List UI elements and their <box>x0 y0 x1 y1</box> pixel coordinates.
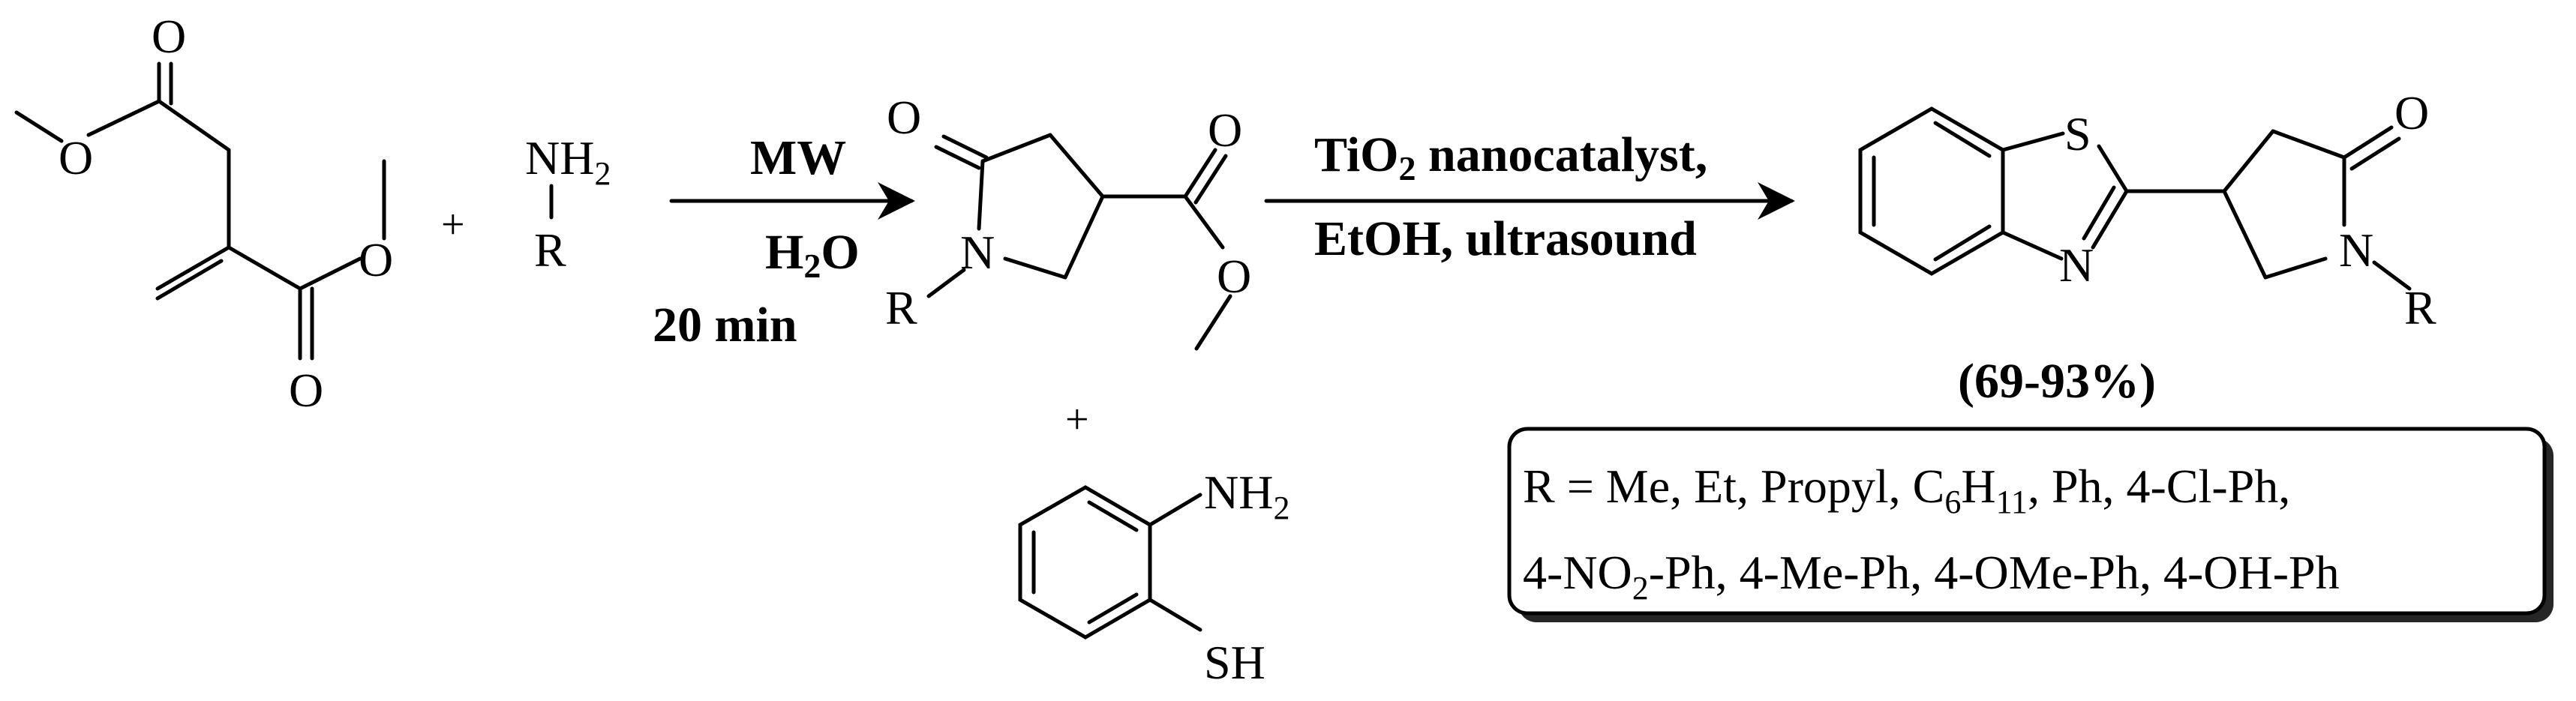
reaction-arrow-2: TiO2 nanocatalyst, EtOH, ultrasound <box>1264 127 1795 266</box>
benzothiazolyl-pyrrolidinone-structure: S N O N R <box>1858 86 2436 334</box>
product-r-group: R <box>2404 281 2436 334</box>
substituent-list-line-1: R = Me, Et, Propyl, C6H11, Ph, 4-Cl-Ph, <box>1523 460 2290 520</box>
arrow-1-condition-mw: MW <box>750 130 846 185</box>
2-aminothiophenol-structure: NH2 SH <box>1018 466 1290 689</box>
reactant1-o-ester2: O <box>359 233 393 286</box>
reactant1-o-bottom: O <box>289 364 323 417</box>
substituent-list-line-2: 4-NO2-Ph, 4-Me-Ph, 4-OMe-Ph, 4-OH-Ph <box>1523 546 2340 607</box>
product-n-thiazole: N <box>2059 238 2094 292</box>
intermediate-o-ester-double: O <box>1208 103 1242 157</box>
product-n-lactam: N <box>2339 223 2373 277</box>
intermediate-o-ketone: O <box>887 91 921 144</box>
product-bonds <box>1858 106 2412 291</box>
product-s-atom: S <box>2064 107 2091 160</box>
intermediate-bonds <box>926 133 1232 351</box>
aminothiophenol-sh-label: SH <box>1204 636 1265 689</box>
reactant1-o-ester1: O <box>59 131 93 184</box>
plus-sign-2: + <box>1065 397 1089 443</box>
pyrrolidinone-ester-structure: O N R O O <box>885 91 1251 351</box>
dimethyl-itaconate-structure: O O O O <box>14 10 393 417</box>
product-o-atom: O <box>2394 86 2429 139</box>
intermediate-o-ester-single: O <box>1217 250 1251 303</box>
substituent-box-frame <box>1507 427 2547 616</box>
amine-nh-label: NH2 <box>525 131 611 192</box>
intermediate-r: R <box>885 281 917 334</box>
substituent-list-box: R = Me, Et, Propyl, C6H11, Ph, 4-Cl-Ph, … <box>1507 427 2553 622</box>
arrow-2-condition-catalyst: TiO2 nanocatalyst, <box>1314 127 1707 187</box>
arrow-2-condition-solvent: EtOH, ultrasound <box>1314 211 1697 266</box>
amine-r-label: R <box>534 223 566 277</box>
primary-amine-structure: NH2 R <box>525 131 611 277</box>
arrow-1-condition-solvent: H2O <box>765 225 860 285</box>
plus-sign-1: + <box>441 202 465 248</box>
reactant1-bonds <box>14 61 386 361</box>
aminothiophenol-ring-bonds <box>1018 485 1202 640</box>
product-yield: (69-93%) <box>1958 354 2156 409</box>
intermediate-n: N <box>960 226 995 279</box>
aminothiophenol-nh-label: NH2 <box>1204 466 1290 526</box>
reaction-arrow-1: MW H2O 20 min <box>653 130 915 352</box>
reactant1-o-top: O <box>152 10 186 63</box>
arrow-1-condition-time: 20 min <box>653 298 797 352</box>
